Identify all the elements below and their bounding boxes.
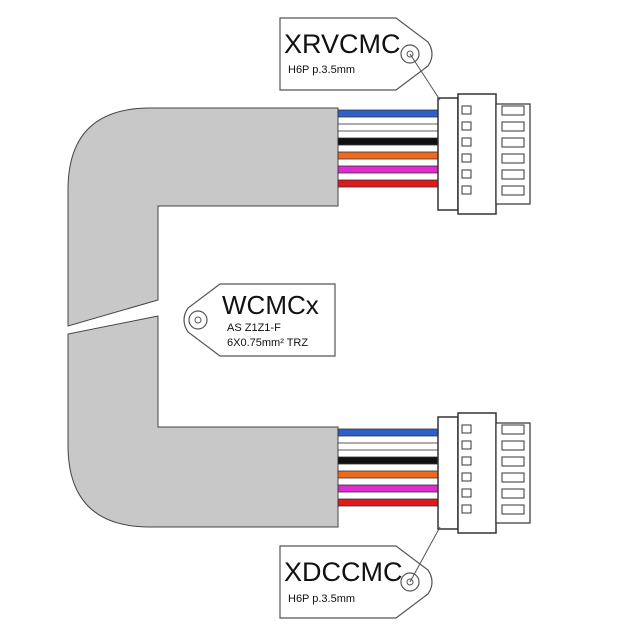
tag-xrvcmc-outline: [279, 17, 433, 91]
connector-bottom-body: [437, 416, 459, 530]
wires-bottom: [337, 428, 439, 507]
top-wire-red: [337, 179, 439, 188]
connector-bottom-pin-slot: [501, 488, 525, 499]
connector-top-pin-slot: [501, 153, 525, 164]
bottom-wire-white: [337, 442, 439, 451]
bottom-wire-red: [337, 498, 439, 507]
wires-top: [337, 109, 439, 188]
tag-wcmcx-hole-inner-icon: [194, 316, 202, 324]
connector-top-screw-slot: [461, 185, 472, 195]
connector-top-slots: [461, 105, 525, 196]
connector-bottom-pin-slot: [501, 456, 525, 467]
connector-top-screw-slot: [461, 153, 472, 163]
bottom-wire-black: [337, 456, 439, 465]
connector-top-pin-slot: [501, 185, 525, 196]
connector-top-screw-slot: [461, 169, 472, 179]
connector-bottom-pin-slot: [501, 472, 525, 483]
top-wire-blue: [337, 109, 439, 118]
top-wire-white: [337, 123, 439, 132]
connector-top-body: [437, 97, 459, 211]
connector-bottom-pin-slot: [501, 424, 525, 435]
top-wire-magenta: [337, 165, 439, 174]
connector-top-pin-slot: [501, 105, 525, 116]
bottom-wire-orange: [337, 470, 439, 479]
tag-xrvcmc: XRVCMC H6P p.3.5mm: [279, 17, 441, 101]
connector-bottom-screw-slot: [461, 488, 472, 498]
tag-wcmcx: WCMCx AS Z1Z1-F 6X0.75mm² TRZ: [183, 283, 336, 357]
connector-top-screw-slot: [461, 105, 472, 115]
tag-wcmcx-line2: 6X0.75mm² TRZ: [227, 337, 308, 349]
tag-xdccmc-leader: [409, 526, 441, 583]
tag-xrvcmc-name: XRVCMC: [284, 29, 401, 59]
top-wire-orange: [337, 151, 439, 160]
cable-jacket-upper: [67, 107, 339, 327]
connector-bottom-screw-slot: [461, 472, 472, 482]
connector-bottom-pin-slot: [501, 440, 525, 451]
tag-xdccmc-spec: H6P p.3.5mm: [288, 593, 355, 605]
tag-xdccmc-outline: [279, 545, 433, 619]
connector-bottom-screw-slot: [461, 424, 472, 434]
connector-bottom-slots: [461, 424, 525, 515]
connector-bottom-screw-slot: [461, 440, 472, 450]
connector-top: [437, 93, 531, 215]
bottom-wire-magenta: [337, 484, 439, 493]
connector-top-pin-slot: [501, 121, 525, 132]
connector-top-screw-slot: [461, 137, 472, 147]
tag-xrvcmc-spec: H6P p.3.5mm: [288, 64, 355, 76]
connector-bottom-pin-slot: [501, 504, 525, 515]
tag-xrvcmc-leader: [409, 53, 441, 101]
tag-xdccmc-name: XDCCMC: [284, 557, 403, 587]
connector-bottom: [437, 412, 531, 534]
tag-wcmcx-outline: [183, 283, 336, 357]
connector-top-screw-slot: [461, 121, 472, 131]
top-wire-black: [337, 137, 439, 146]
connector-bottom-screw-slot: [461, 504, 472, 514]
connector-top-pin-slot: [501, 169, 525, 180]
connector-top-pin-slot: [501, 137, 525, 148]
tag-wcmcx-name: WCMCx: [222, 290, 319, 320]
connector-bottom-screw-slot: [461, 456, 472, 466]
tag-xdccmc: XDCCMC H6P p.3.5mm: [279, 526, 441, 619]
bottom-wire-blue: [337, 428, 439, 437]
tag-wcmcx-line1: AS Z1Z1-F: [227, 322, 281, 334]
